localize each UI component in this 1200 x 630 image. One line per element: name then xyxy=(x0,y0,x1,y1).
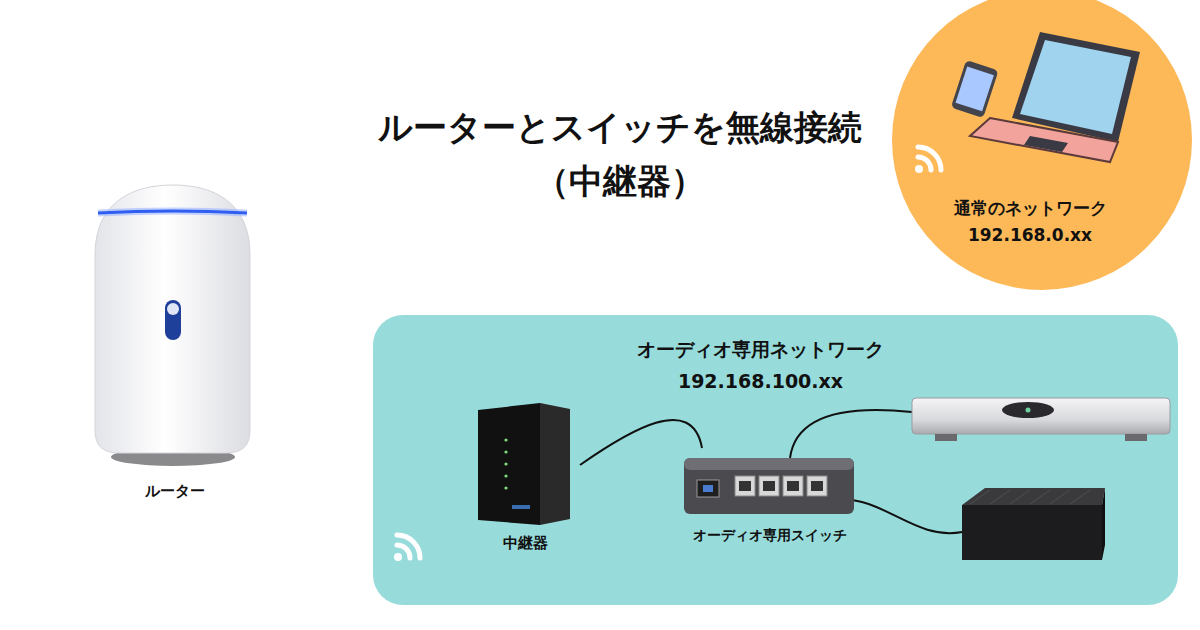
router-light xyxy=(98,211,247,213)
cable xyxy=(852,500,962,533)
sfp-port xyxy=(697,480,719,497)
address-label: 192.168.100.xx xyxy=(678,365,843,397)
led xyxy=(504,438,507,441)
repeater-side xyxy=(540,403,570,525)
black-box-side xyxy=(1102,488,1105,560)
phone-icon xyxy=(951,60,999,118)
audio-device-foot xyxy=(935,434,957,441)
router-glow xyxy=(98,211,247,213)
laptop-base xyxy=(970,118,1118,162)
phone-screen xyxy=(956,67,994,112)
cable-connector xyxy=(580,420,702,465)
switch-body xyxy=(684,458,854,514)
switch-top xyxy=(684,458,854,470)
address-label: 192.168.0.xx xyxy=(968,222,1092,249)
title-box: ルーターとスイッチを無線接続 （中継器） xyxy=(375,100,865,209)
fin xyxy=(1050,490,1070,504)
title: ルーターとスイッチを無線接続 （中継器） xyxy=(375,100,865,209)
ethernet-port-hole xyxy=(739,481,751,491)
ethernet-port xyxy=(807,476,827,496)
ethernet-port-hole xyxy=(787,481,799,491)
ethernet-port xyxy=(783,476,803,496)
laptop-touchpad xyxy=(1024,136,1068,152)
fin xyxy=(1030,490,1050,504)
led xyxy=(504,486,507,489)
wifi-dot xyxy=(394,553,402,561)
node-label: オーディオ専用ネットワーク xyxy=(637,333,884,365)
cable xyxy=(790,410,912,458)
sfp-module xyxy=(703,485,713,492)
ethernet-port xyxy=(735,476,755,496)
router-badge xyxy=(165,300,181,340)
led xyxy=(504,474,507,477)
laptop-screen xyxy=(1020,40,1131,134)
ethernet-port-hole xyxy=(811,481,823,491)
audio-device-body xyxy=(912,398,1170,434)
repeater-front xyxy=(478,403,540,525)
fin xyxy=(1070,490,1090,504)
node-label: 通常のネットワーク xyxy=(954,195,1107,222)
wifi-dot xyxy=(915,165,923,173)
audio-device-window xyxy=(1002,402,1054,418)
audio-device-foot xyxy=(1125,434,1147,441)
black-box-fins xyxy=(970,490,1090,504)
black-box-top xyxy=(962,488,1105,505)
repeater-logo xyxy=(512,505,530,509)
router-badge-dot xyxy=(167,303,179,315)
audio-device-led xyxy=(1026,408,1031,413)
ethernet-port xyxy=(759,476,779,496)
node-label: オーディオ専用スイッチ xyxy=(693,526,847,546)
fin xyxy=(1010,490,1030,504)
node-label: 中継器 xyxy=(503,533,548,554)
phone-body xyxy=(951,60,999,118)
fin xyxy=(970,490,990,504)
black-box-front xyxy=(962,505,1102,560)
ethernet-port-hole xyxy=(763,481,775,491)
node-label: ルーター xyxy=(145,481,205,502)
led xyxy=(504,450,507,453)
router-body xyxy=(95,185,250,453)
fin xyxy=(990,490,1010,504)
led xyxy=(504,462,507,465)
